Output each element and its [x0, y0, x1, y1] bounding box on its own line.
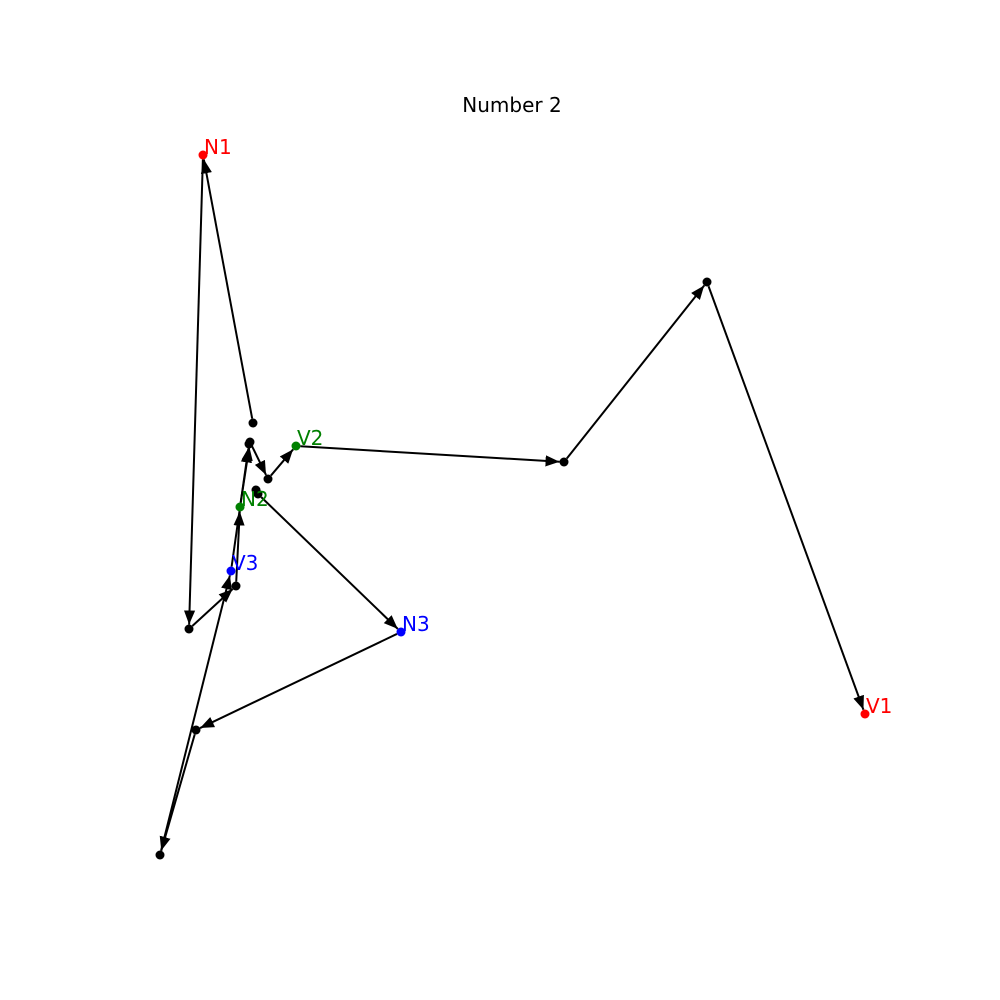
node-label-v2: V2: [297, 426, 323, 450]
node-n1: [198, 150, 208, 160]
edge-N3-to-i: [199, 633, 398, 729]
node-l: [244, 439, 254, 449]
edges-layer: [159, 159, 865, 851]
node-a: [248, 418, 258, 428]
node-label-n2: N2: [241, 487, 269, 511]
edge-c-to-N2: [233, 511, 245, 582]
node-v3: [226, 566, 236, 576]
edge-d-to-e: [251, 445, 267, 476]
node-i: [191, 725, 201, 735]
node-label-v1: V1: [866, 694, 892, 718]
edge-e-to-V2: [270, 448, 294, 477]
diagram-title: Number 2: [462, 93, 561, 117]
edge-N1-to-b: [183, 159, 204, 625]
edge-h-to-N3: [260, 496, 399, 630]
node-g: [702, 277, 712, 287]
edge-V2-to-f: [300, 445, 560, 467]
edge-j-to-V3: [160, 575, 232, 851]
node-v2: [291, 441, 301, 451]
node-k: [251, 485, 261, 495]
node-b: [184, 624, 194, 634]
node-label-n1: N1: [204, 135, 232, 159]
edge-g-to-V1: [707, 285, 865, 711]
node-f: [559, 457, 569, 467]
node-e: [263, 474, 273, 484]
node-n3: [396, 627, 406, 637]
node-label-v3: V3: [232, 551, 258, 575]
nodes-layer: [155, 150, 870, 860]
node-n2: [235, 502, 245, 512]
node-c: [231, 581, 241, 591]
node-j: [155, 850, 165, 860]
edge-f-to-g: [566, 284, 705, 460]
edge-a-to-N1: [200, 159, 254, 419]
node-label-n3: N3: [402, 612, 430, 636]
node-v1: [860, 709, 870, 719]
edge-b-to-c: [191, 588, 234, 627]
